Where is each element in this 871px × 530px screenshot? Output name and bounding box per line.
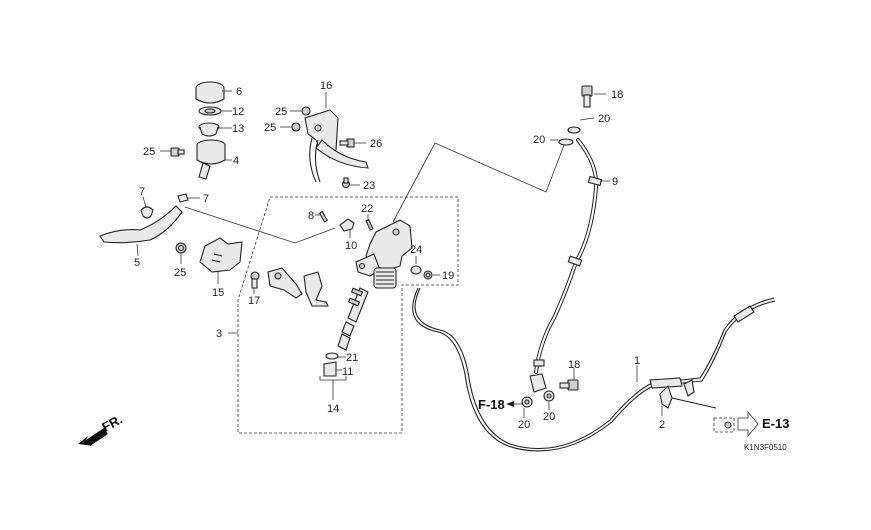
bolt-25-d	[280, 122, 301, 132]
pin-8	[315, 210, 328, 223]
reservoir-cap	[195, 81, 232, 104]
reservoir-diaphragm	[198, 122, 232, 137]
callout-4: 4	[233, 155, 239, 167]
callout-23: 23	[363, 180, 375, 192]
callout-25-b: 25	[174, 267, 186, 279]
f18-arrow	[506, 401, 522, 407]
callout-6: 6	[236, 86, 242, 98]
bolt-17	[250, 271, 260, 294]
callout-20-b: 20	[533, 134, 545, 146]
cable-bracket-dash	[713, 417, 735, 433]
callout-18-a: 18	[611, 89, 623, 101]
callout-22: 22	[361, 203, 373, 215]
callout-7-a: 7	[139, 186, 145, 198]
callout-3: 3	[216, 328, 222, 340]
callout-11: 11	[342, 366, 353, 378]
diagram-code: K1N3F0510	[744, 443, 787, 452]
bolt-10	[339, 218, 355, 238]
reservoir-hose	[99, 205, 183, 257]
callout-25-c: 25	[275, 106, 287, 118]
spring-pin-22	[365, 214, 374, 231]
washer-20-b	[550, 138, 574, 146]
bolt-25-c	[290, 106, 311, 116]
callout-9: 9	[612, 176, 618, 188]
callout-26: 26	[370, 138, 382, 150]
clutch-hose-connection-line	[392, 139, 567, 223]
callout-20-c: 20	[518, 419, 530, 431]
cable-end-fitting	[659, 379, 717, 416]
front-direction-arrow	[78, 428, 108, 446]
callout-15: 15	[212, 287, 224, 299]
callout-10: 10	[345, 240, 357, 252]
reservoir-cover-plate	[199, 237, 243, 284]
callout-19: 19	[442, 270, 454, 282]
callout-7-b: 7	[203, 193, 209, 205]
bolt-25-b	[175, 242, 187, 264]
bolt-26	[339, 138, 366, 148]
bolt-18-a	[581, 85, 606, 108]
callout-8: 8	[308, 210, 314, 222]
washer-24	[410, 256, 422, 275]
callout-24: 24	[410, 244, 422, 256]
bolt-25-a	[160, 147, 185, 157]
washer-20-c	[521, 396, 533, 418]
lever-connection-line	[184, 206, 336, 244]
callout-2: 2	[659, 419, 665, 431]
callout-labels: 6 12 13 4 25 7 7 5 25 15 17 3 16 25 25 2…	[134, 80, 665, 431]
callout-20-d: 20	[543, 411, 555, 423]
callout-5: 5	[134, 257, 140, 269]
ref-e13: E-13	[762, 416, 789, 431]
screw-23	[341, 177, 360, 189]
callout-12: 12	[232, 106, 244, 118]
washer-20-a	[567, 117, 595, 134]
hose-clip-7-b	[177, 193, 200, 203]
callout-18-b: 18	[568, 359, 580, 371]
reservoir-plate	[198, 106, 232, 116]
callout-17: 17	[248, 295, 260, 307]
callout-16: 16	[320, 80, 332, 92]
nut-19	[423, 270, 440, 280]
seal-21	[325, 352, 346, 360]
switch-bracket-assembly	[267, 267, 329, 307]
callout-25-a: 25	[143, 146, 155, 158]
hose-fitting-end	[529, 373, 547, 393]
bolt-18-b	[559, 368, 579, 391]
callout-20-a: 20	[598, 113, 610, 125]
e13-arrow	[737, 410, 759, 438]
clutch-cable	[412, 287, 776, 452]
reservoir-tank	[196, 139, 232, 180]
callout-13: 13	[232, 123, 244, 135]
boot-11	[323, 361, 342, 377]
holder-bracket-16	[304, 92, 369, 183]
callout-14: 14	[327, 403, 339, 415]
piston-set-14-lead	[319, 376, 347, 400]
hose-clip-7-a	[140, 196, 154, 219]
spring-part	[373, 267, 397, 289]
callout-1: 1	[634, 355, 640, 367]
piston-set	[337, 287, 369, 351]
callout-25-d: 25	[264, 122, 276, 134]
callout-21: 21	[346, 352, 358, 364]
washer-20-d	[543, 390, 555, 410]
clutch-hose	[533, 138, 610, 374]
ref-f18: F-18	[478, 397, 505, 412]
master-cylinder-group-frame	[237, 196, 459, 434]
